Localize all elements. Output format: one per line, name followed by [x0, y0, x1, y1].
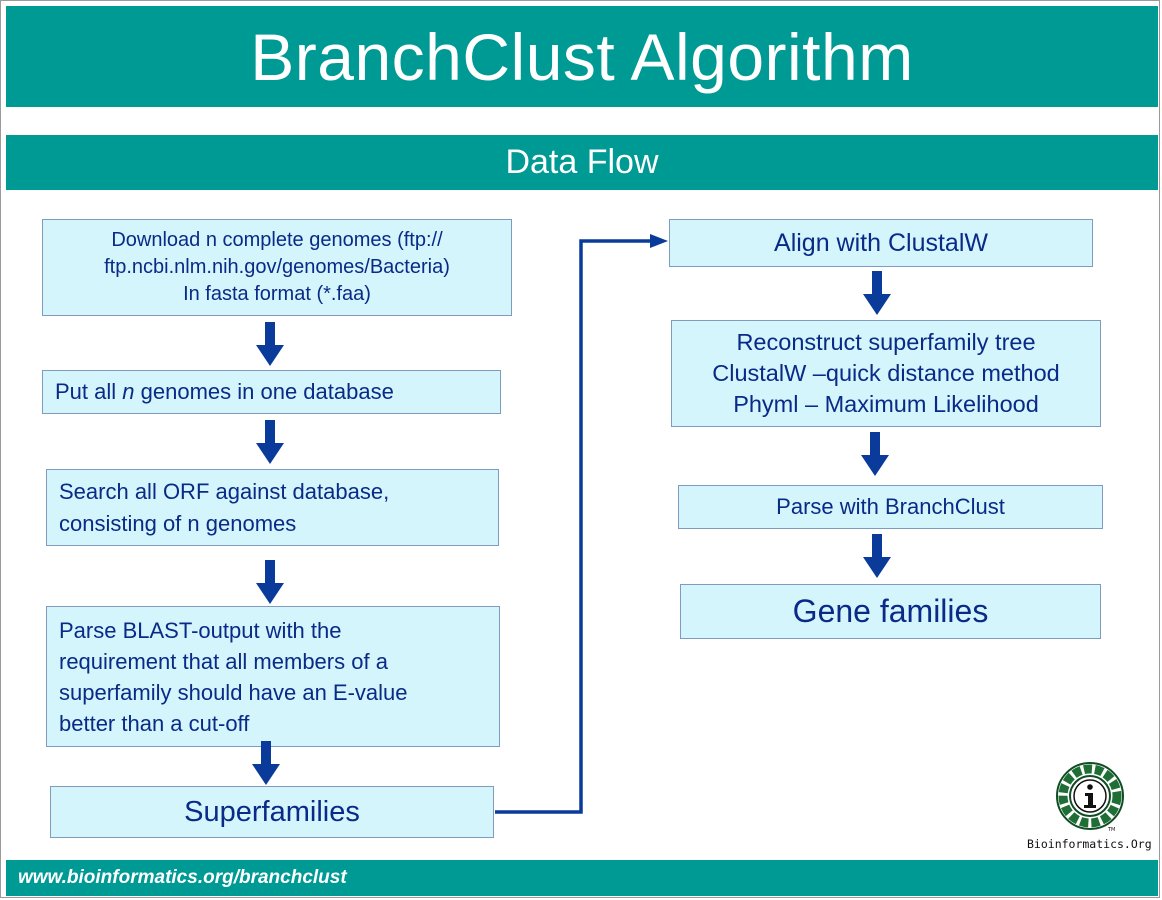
logo-trademark: TM: [1107, 827, 1115, 833]
step-text-line: Phyml – Maximum Likelihood: [733, 391, 1039, 417]
step-align-clustalw: Align with ClustalW: [669, 219, 1093, 267]
down-arrow-icon: [863, 271, 891, 315]
step-text-line: Search all ORF against database,: [59, 478, 390, 504]
step-text-italic-n: n: [122, 379, 135, 404]
step-label: Align with ClustalW: [774, 228, 988, 257]
down-arrow-icon: [252, 741, 280, 785]
logo-caption: Bioinformatics.Org: [1027, 837, 1152, 851]
bioinformatics-org-logo: TM: [1056, 762, 1124, 833]
down-arrow-icon: [863, 534, 891, 578]
step-parse-blast: Parse BLAST-output with the requirement …: [46, 606, 500, 747]
step-parse-branchclust: Parse with BranchClust: [678, 485, 1103, 529]
step-reconstruct-tree: Reconstruct superfamily tree ClustalW –q…: [671, 320, 1101, 427]
step-text-line: Parse BLAST-output with the: [59, 617, 342, 643]
down-arrow-icon: [256, 420, 284, 464]
subtitle-banner: Data Flow: [6, 135, 1158, 190]
page-title: BranchClust Algorithm: [250, 19, 914, 94]
step-text-line: superfamily should have an E-value: [59, 679, 408, 705]
step-label: Parse with BranchClust: [776, 494, 1005, 519]
down-arrow-icon: [256, 560, 284, 604]
step-label: Gene families: [792, 593, 989, 629]
footer-banner: www.bioinformatics.org/branchclust: [6, 860, 1158, 896]
step-text-line: Download n complete genomes (ftp://: [111, 229, 443, 251]
step-text-line: consisting of n genomes: [59, 510, 297, 536]
step-text-line: Put all n genomes in one database: [55, 379, 394, 405]
section-subtitle: Data Flow: [505, 143, 659, 181]
step-text-line: ClustalW –quick distance method: [712, 360, 1060, 386]
step-text-line: ftp.ncbi.nlm.nih.gov/genomes/Bacteria): [104, 256, 450, 278]
footer-url-link[interactable]: www.bioinformatics.org/branchclust: [18, 867, 347, 888]
step-superfamilies: Superfamilies: [50, 786, 494, 838]
step-text-line: Reconstruct superfamily tree: [736, 329, 1036, 355]
step-gene-families: Gene families: [680, 584, 1101, 639]
step-download-genomes: Download n complete genomes (ftp:// ftp.…: [42, 219, 512, 316]
step-build-database: Put all n genomes in one database: [42, 370, 501, 414]
title-banner: BranchClust Algorithm: [6, 6, 1158, 107]
step-text-line: requirement that all members of a: [59, 648, 388, 674]
step-text-suffix: genomes in one database: [134, 379, 394, 404]
step-text-line: better than a cut-off: [59, 710, 250, 736]
step-search-orf: Search all ORF against database, consist…: [46, 469, 499, 546]
step-text-prefix: Put all: [55, 379, 123, 404]
down-arrow-icon: [861, 432, 889, 476]
down-arrow-icon: [256, 322, 284, 366]
step-text-line: In fasta format (*.faa): [183, 283, 371, 305]
step-label: Superfamilies: [184, 795, 360, 828]
